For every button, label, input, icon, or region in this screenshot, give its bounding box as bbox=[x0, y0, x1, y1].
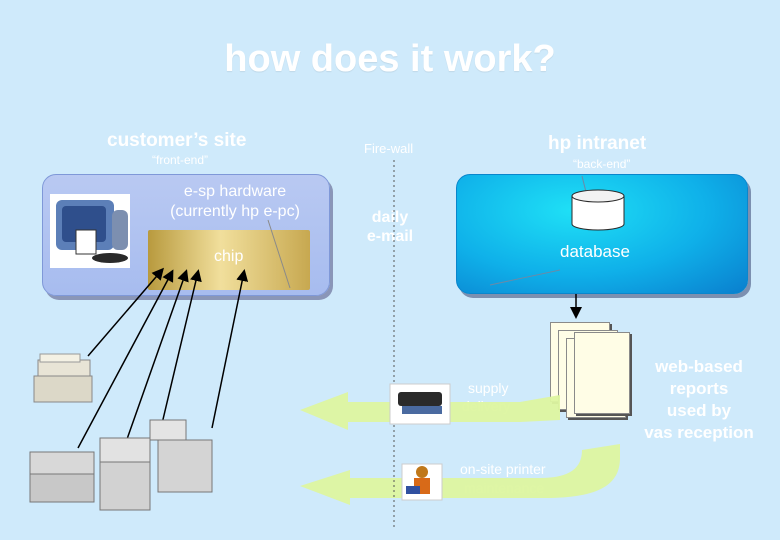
reports-line4: vas reception bbox=[644, 423, 754, 442]
back-end-label: “back-end” bbox=[573, 157, 631, 171]
chip-block bbox=[148, 230, 310, 290]
maintenance-return-arrow bbox=[300, 444, 620, 505]
printer-icon-3 bbox=[99, 437, 151, 511]
printer-arrow-2 bbox=[77, 269, 174, 449]
reports-line3: used by bbox=[666, 401, 732, 420]
chip-connector bbox=[267, 219, 291, 289]
database-label: database bbox=[560, 242, 630, 261]
firewall-label: Fire-wall bbox=[364, 141, 414, 156]
hardware-label-line2: (currently hp e-pc) bbox=[170, 203, 300, 220]
pc-icon bbox=[50, 194, 130, 268]
toner-cartridge-icon bbox=[389, 383, 451, 425]
technician-icon bbox=[401, 463, 443, 501]
hardware-label-line1: e-sp hardware bbox=[183, 183, 287, 200]
printer-arrow-4 bbox=[159, 269, 202, 433]
reports-label: web-based reports used by vas reception bbox=[636, 356, 762, 444]
supply-label-line1: supply bbox=[468, 380, 509, 396]
report-connector bbox=[489, 269, 561, 286]
email-label-line1: daily bbox=[371, 209, 409, 226]
printer-icon-4 bbox=[149, 419, 213, 493]
reports-line1: web-based bbox=[655, 357, 743, 376]
printer-arrow-5 bbox=[211, 269, 249, 429]
email-label: daily e-mail bbox=[360, 208, 420, 246]
slide-title: how does it work? bbox=[224, 38, 556, 80]
database-icon bbox=[571, 189, 625, 231]
hp-intranet-heading: hp intranet bbox=[548, 133, 647, 154]
email-label-line2: e-mail bbox=[366, 228, 414, 245]
document-stack-icon bbox=[574, 332, 630, 414]
front-end-label: “front-end” bbox=[152, 153, 209, 167]
reports-line2: reports bbox=[669, 379, 729, 398]
customer-site-heading: customer’s site bbox=[107, 130, 247, 151]
printer-arrow-1 bbox=[87, 267, 164, 357]
db-connector bbox=[581, 175, 587, 193]
hardware-label: e-sp hardware (currently hp e-pc) bbox=[150, 182, 320, 222]
chip-label: chip bbox=[214, 248, 244, 265]
printer-icon-2 bbox=[29, 451, 95, 503]
printer-icon bbox=[33, 353, 93, 403]
maintenance-label-line1: on-site printer bbox=[460, 461, 546, 477]
